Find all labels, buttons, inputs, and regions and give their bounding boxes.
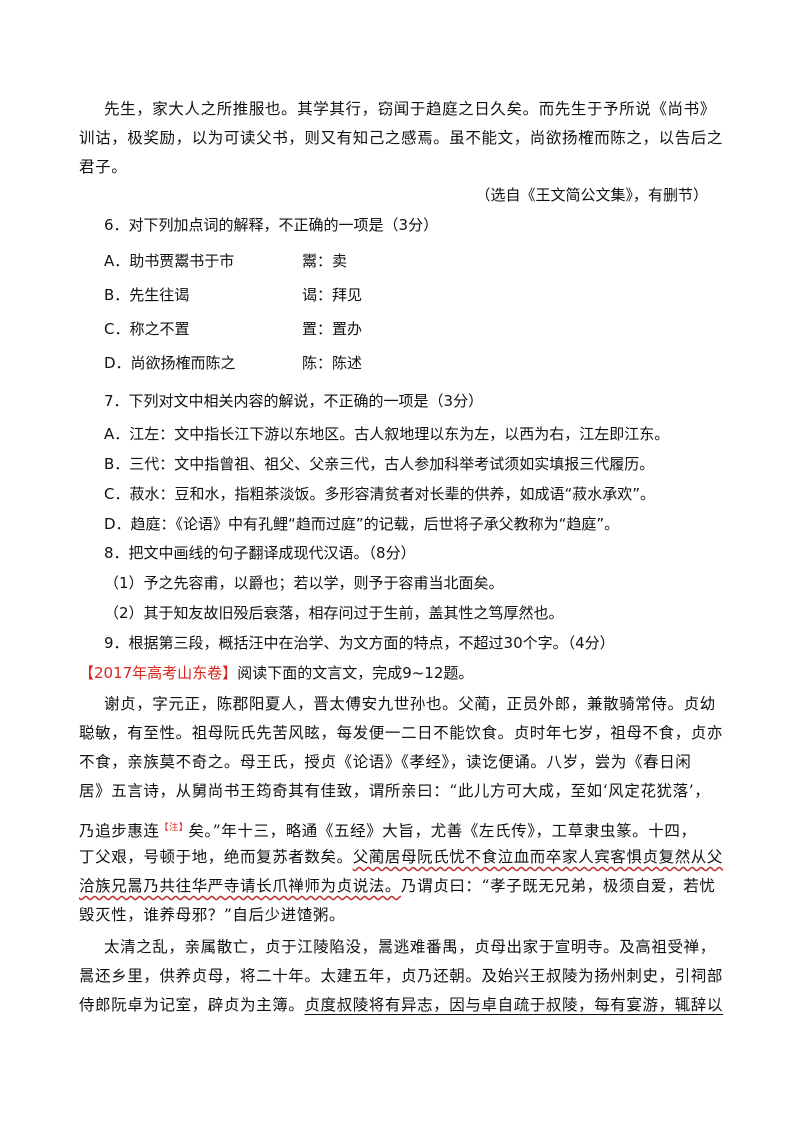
exam-intro: 阅读下面的文言文，完成9~12题。 xyxy=(237,664,474,682)
underlined-sentence: 洽族兄暠乃共往华严寺请长爪禅师为贞说法。 xyxy=(79,877,402,895)
question-7-option-d: D．趋庭：《论语》中有孔鲤“趋而过庭”的记载，后世将子承父教称为“趋庭”。 xyxy=(104,515,620,533)
question-6-option-b: B．先生往谒 谒：拜见 xyxy=(104,285,362,305)
passage-line: 太清之乱，亲属散亡，贞于江陵陷没，暠逃难番禺，贞母出家于宣明寺。及高祖受禅， xyxy=(104,938,716,956)
exam-tag: 【2017年高考山东卷】 xyxy=(79,664,238,682)
question-9-stem: 9．根据第三段，概括汪中在治学、为文方面的特点，不超过30个字。（4分） xyxy=(104,634,615,652)
footnote-marker: 【注】 xyxy=(159,823,189,833)
passage-line: 聪敏，有至性。祖母阮氏先苦风眩，每发便一二日不能饮食。贞时年七岁，祖母不食，贞亦 xyxy=(79,724,724,742)
exam-heading: 【2017年高考山东卷】阅读下面的文言文，完成9~12题。 xyxy=(79,663,473,683)
question-7-option-b: B．三代：文中指曾祖、祖父、父亲三代，古人参加科举考试须如实填报三代履历。 xyxy=(104,455,655,473)
question-8-stem: 8．把文中画线的句子翻译成现代汉语。（8分） xyxy=(104,544,416,562)
passage-line: 居》五言诗，从舅尚书王筠奇其有佳致，谓所亲曰：“此儿方可大成，至如‘风定花犹落’… xyxy=(79,782,711,800)
option-gloss: 谒：拜见 xyxy=(302,286,363,304)
question-7-option-c: C．菽水：豆和水，指粗茶淡饭。多形容清贫者对长辈的供养，如成语“菽水承欢”。 xyxy=(104,485,656,503)
question-6-option-c: C．称之不置 置：置办 xyxy=(104,319,362,339)
passage-line: 洽族兄暠乃共往华严寺请长爪禅师为贞说法。乃谓贞曰：“孝子既无兄弟，极须自爱，若忧 xyxy=(79,876,715,896)
passage-line: 丁父艰，号顿于地，绝而复苏者数矣。父蔺居母阮氏忧不食泣血而卒家人宾客惧贞复然从父 xyxy=(79,847,723,867)
underlined-sentence: 父蔺居母阮氏忧不食泣血而卒家人宾客惧贞复然从父 xyxy=(352,848,724,866)
question-6-option-a: A．助书贾鬻书于市 鬻：卖 xyxy=(104,251,347,271)
question-8-sentence-1: （1）予之先容甫，以爵也；若以学，则予于容甫当北面矣。 xyxy=(104,574,504,592)
passage-text: 侍郎阮卓为记室，辟贞为主簿。 xyxy=(79,996,305,1014)
passage-line: 训诂，极奖励，以为可读父书，则又有知己之感焉。虽不能文，尚欲扬榷而陈之，以告后之 xyxy=(79,129,724,147)
option-gloss: 鬻：卖 xyxy=(302,252,348,270)
question-8-sentence-2: （2）其于知友故旧殁后衰落，相存问过于生前，盖其性之笃厚然也。 xyxy=(104,604,564,622)
passage-line: 不食，亲族莫不奇之。母王氏，授贞《论语》《孝经》，读讫便诵。八岁，尝为《春日闲 xyxy=(79,753,692,771)
passage-text: 乃谓贞曰：“孝子既无兄弟，极须自爱，若忧 xyxy=(401,877,716,895)
question-7-stem: 7．下列对文中相关内容的解说，不正确的一项是（3分） xyxy=(104,392,484,410)
passage-line: 先生，家大人之所推服也。其学其行，窃闻于趋庭之日久矣。而先生于予所说《尚书》 xyxy=(104,100,716,118)
passage-line: 乃追步惠连【注】矣。”年十三，略通《五经》大旨，尤善《左氏传》，工草隶虫篆。十四… xyxy=(79,818,697,841)
underlined-sentence: 贞度叔陵将有异志，因与卓自疏于叔陵，每有宴游，辄辞以 xyxy=(304,996,724,1014)
option-gloss: 陈：陈述 xyxy=(302,354,363,372)
question-6-stem: 6．对下列加点词的解释，不正确的一项是（3分） xyxy=(104,216,439,234)
option-text: C．称之不置 xyxy=(104,320,190,338)
option-text: A．助书贾鬻书于市 xyxy=(104,252,235,270)
passage-text: 矣。”年十三，略通《五经》大旨，尤善《左氏传》，工草隶虫篆。十四， xyxy=(188,822,697,841)
passage-line: 侍郎阮卓为记室，辟贞为主簿。贞度叔陵将有异志，因与卓自疏于叔陵，每有宴游，辄辞以 xyxy=(79,995,723,1015)
passage-text: 丁父艰，号顿于地，绝而复苏者数矣。 xyxy=(79,848,353,866)
option-text: D．尚欲扬榷而陈之 xyxy=(104,354,236,372)
option-gloss: 置：置办 xyxy=(302,320,363,338)
passage-line: 君子。 xyxy=(79,158,128,176)
passage-text: 乃追步惠连 xyxy=(79,822,160,841)
source-citation: （选自《王文简公文集》，有删节） xyxy=(475,186,708,204)
question-7-option-a: A．江左：文中指长江下游以东地区。古人叙地理以东为左，以西为右，江左即江东。 xyxy=(104,425,670,443)
question-6-option-d: D．尚欲扬榷而陈之 陈：陈述 xyxy=(104,353,362,373)
passage-line: 暠还乡里，供养贞母，将二十年。太建五年，贞乃还朝。及始兴王叔陵为扬州刺史，引祠部 xyxy=(79,967,724,985)
passage-line: 谢贞，字元正，陈郡阳夏人，晋太傅安九世孙也。父蔺，正员外郎，兼散骑常侍。贞幼 xyxy=(104,695,716,713)
option-text: B．先生往谒 xyxy=(104,286,190,304)
passage-line: 毁灭性，谁养母邪？”自后少进馇粥。 xyxy=(79,906,346,924)
